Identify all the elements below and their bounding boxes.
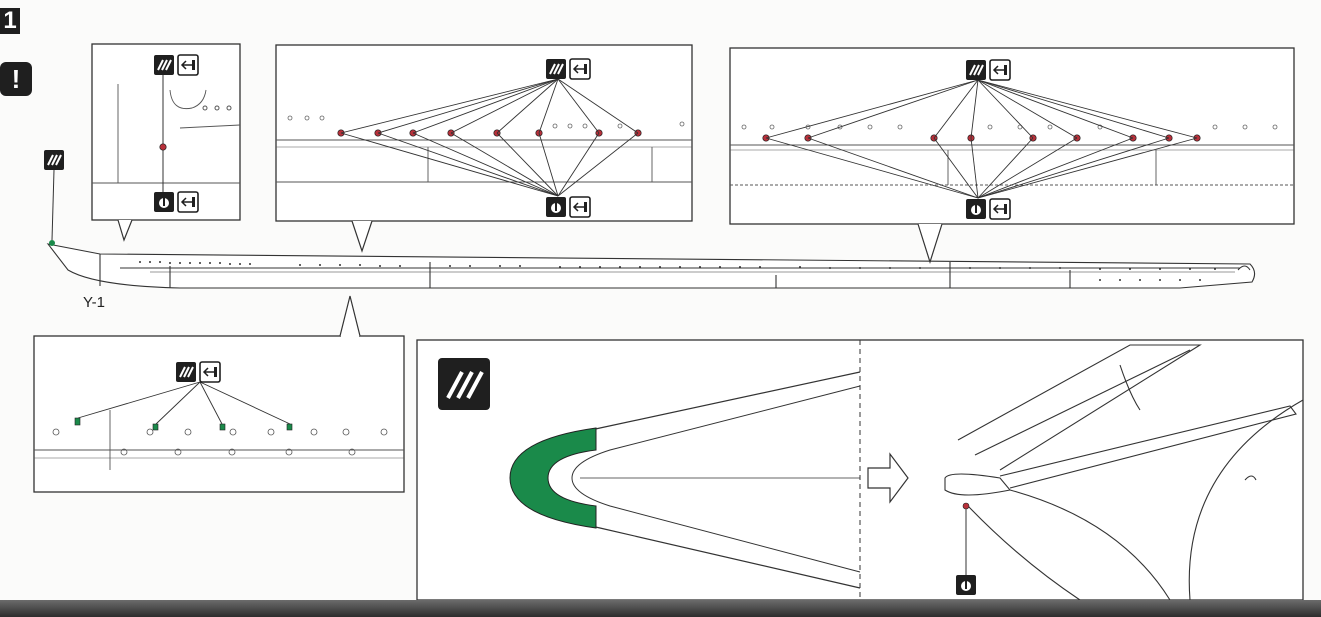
warning-icon: ! <box>0 62 32 96</box>
detail-box-lower <box>33 335 405 493</box>
detail-box-forward <box>275 44 693 222</box>
arrow-right-icon <box>867 452 909 504</box>
detail-box-aft <box>729 47 1295 225</box>
green-markers-lower <box>74 417 293 431</box>
anchor-detail <box>1237 265 1251 271</box>
hull-outline <box>46 243 1256 289</box>
large-sanding-icon <box>438 358 490 410</box>
step-number: 1 <box>0 8 20 34</box>
red-marker-closeup <box>962 502 970 510</box>
sanding-icon <box>43 149 65 171</box>
green-sanded-area <box>509 427 597 529</box>
green-marker-bow <box>49 240 55 246</box>
porthole-row <box>139 261 1216 281</box>
part-label-y1: Y-1 <box>83 294 105 311</box>
page-edge-shadow <box>0 600 1321 617</box>
